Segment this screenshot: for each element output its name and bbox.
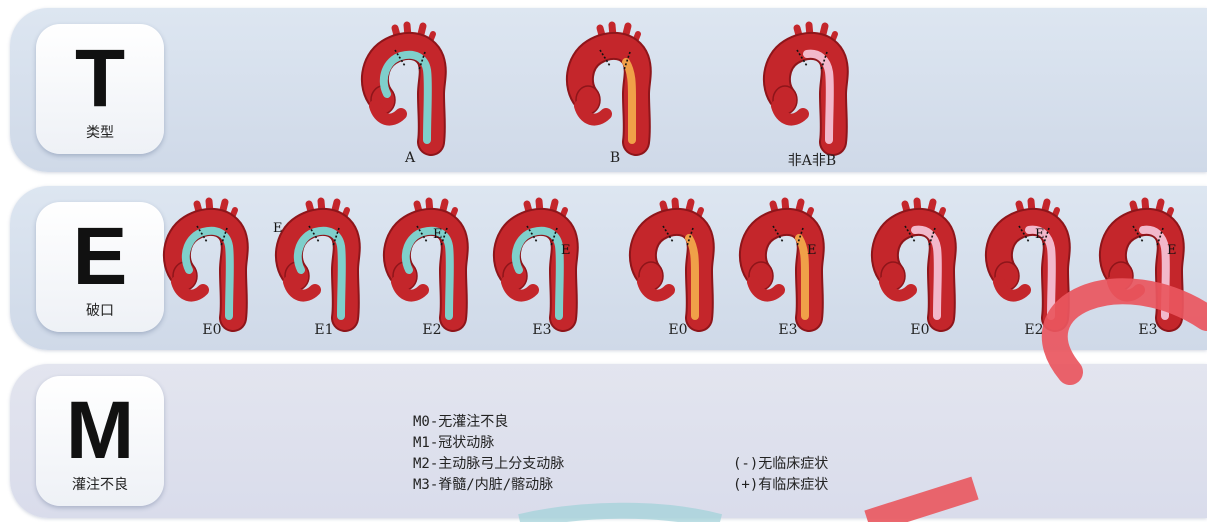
aorta-diagram-e-3: E (387, 196, 477, 326)
aorta-label-e-2: E1 (284, 322, 364, 338)
malperfusion-badge: M 灌注不良 (36, 376, 164, 506)
malperfusion-level-m3: M3-脊髓/内脏/髂动脉 (413, 475, 564, 496)
entry-tear-marker: E (273, 221, 283, 236)
entry-tear-marker: E (561, 243, 571, 258)
false-lumen (1029, 230, 1052, 316)
aorta-diagram-e-7 (875, 196, 965, 326)
entry-badge: E 破口 (36, 202, 164, 332)
malperfusion-band: M 灌注不良 M0-无灌注不良 M1-冠状动脉 M2-主动脉弓上分支动脉 M3-… (10, 364, 1207, 518)
aorta-diagram-t-2 (570, 20, 660, 150)
entry-tear-marker: E (433, 227, 443, 242)
entry-tear-band: E 破口 E0EE1EE2EE3E0EE3E0EE2EE3 (10, 186, 1207, 350)
clinical-symptom-list: (-)无临床症状 (+)有临床症状 (733, 454, 828, 496)
malperfusion-level-m0: M0-无灌注不良 (413, 412, 564, 433)
malperfusion-level-list: M0-无灌注不良 M1-冠状动脉 M2-主动脉弓上分支动脉 M3-脊髓/内脏/髂… (413, 412, 564, 496)
aorta-diagram-e-4: E (497, 196, 587, 326)
type-band: T 类型 A B 非A非B (10, 8, 1207, 172)
entry-tear-marker: E (807, 243, 817, 258)
false-lumen (915, 230, 938, 316)
type-subtitle: 类型 (36, 122, 164, 142)
aorta-label-e-1: E0 (172, 322, 252, 338)
aorta-label-e-6: E3 (748, 322, 828, 338)
aorta-label-e-8: E2 (994, 322, 1074, 338)
false-lumen (1143, 230, 1166, 316)
aorta-label-t-3: 非A非B (772, 150, 852, 170)
aorta-label-e-9: E3 (1108, 322, 1188, 338)
clinical-symptom-positive: (+)有临床症状 (733, 475, 828, 496)
aorta-diagram-t-3 (767, 20, 857, 150)
aorta-diagram-e-1 (167, 196, 257, 326)
aorta-diagram-e-2: E (279, 196, 369, 326)
malperfusion-letter: M (36, 390, 164, 472)
aorta-label-e-3: E2 (392, 322, 472, 338)
entry-tear-marker: E (1167, 243, 1177, 258)
aorta-label-e-5: E0 (638, 322, 718, 338)
aorta-label-e-7: E0 (880, 322, 960, 338)
aorta-label-t-1: A (370, 150, 450, 166)
type-letter: T (36, 38, 164, 120)
aorta-label-t-2: B (575, 150, 655, 166)
aorta-diagram-e-6: E (743, 196, 833, 326)
aorta-diagram-e-5 (633, 196, 723, 326)
aorta-diagram-e-9: E (1103, 196, 1193, 326)
entry-tear-marker: E (1035, 227, 1045, 242)
entry-subtitle: 破口 (36, 300, 164, 320)
aorta-diagram-t-1 (365, 20, 455, 150)
false-lumen (807, 54, 830, 140)
malperfusion-level-m1: M1-冠状动脉 (413, 433, 564, 454)
entry-letter: E (36, 216, 164, 298)
malperfusion-level-m2: M2-主动脉弓上分支动脉 (413, 454, 564, 475)
aorta-label-e-4: E3 (502, 322, 582, 338)
aorta-diagram-e-8: E (989, 196, 1079, 326)
type-badge: T 类型 (36, 24, 164, 154)
clinical-symptom-negative: (-)无临床症状 (733, 454, 828, 475)
malperfusion-subtitle: 灌注不良 (36, 474, 164, 494)
